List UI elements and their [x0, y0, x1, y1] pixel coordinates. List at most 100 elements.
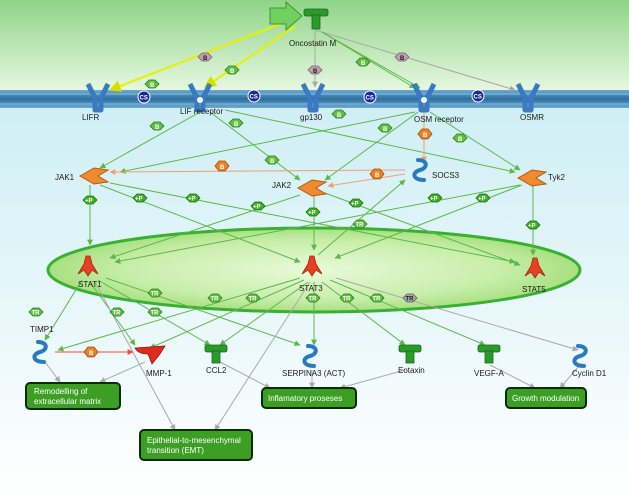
edge-tyk2-stat1 [114, 184, 521, 264]
svg-text:TR: TR [356, 223, 365, 229]
inhibition-badge: B [369, 168, 385, 180]
edge-socs3-jak2 [327, 173, 406, 189]
complex-badge: CS [363, 90, 377, 104]
edge-osm-osm-receptor-2 [321, 31, 421, 89]
stat3-label: STAT3 [299, 284, 323, 293]
cyclind1-node[interactable]: Cyclin D1 [572, 344, 607, 378]
complex-badge: CS [471, 89, 485, 103]
receptor-icon [411, 82, 437, 113]
receptor-marker-icon [421, 97, 427, 103]
svg-text:+P: +P [188, 197, 196, 203]
stat5-node[interactable]: STAT5 [522, 257, 546, 294]
stat3-node[interactable]: STAT3 [299, 255, 323, 293]
osmr-node[interactable]: OSMR [515, 82, 544, 122]
tyk2-label: Tyk2 [548, 173, 565, 182]
svg-text:TR: TR [151, 292, 160, 298]
svg-text:TR: TR [406, 297, 415, 303]
jak2-node[interactable]: JAK2 [272, 179, 328, 197]
stat1-node[interactable]: STAT1 [77, 255, 102, 289]
ligand-tee-icon [398, 344, 422, 364]
transcription-factor-icon [524, 257, 546, 279]
svg-text:B: B [89, 351, 94, 357]
socs3-node[interactable]: SOCS3 [412, 158, 460, 182]
stat1-label: STAT1 [78, 280, 102, 289]
tyk2-node[interactable]: Tyk2 [516, 169, 565, 187]
ccl2-node[interactable]: CCL2 [204, 344, 228, 375]
vegfa-node[interactable]: VEGF-A [474, 344, 504, 378]
transcription-factor-icon [301, 255, 323, 277]
inhibition-badge: B [214, 160, 230, 172]
svg-text:TR: TR [211, 297, 220, 303]
svg-text:+P: +P [430, 197, 438, 203]
edge-osmr-jak2 [324, 111, 419, 181]
process-ecm-remodelling[interactable]: Remodelling of extracellular matrix [25, 382, 121, 410]
edge-jak2-stat1 [109, 194, 301, 260]
process-label: Epithelial-to-mesenchymal [147, 436, 241, 445]
binding-badge: B [307, 65, 323, 75]
jak1-label: JAK1 [55, 173, 75, 182]
binding-badge: B [394, 52, 410, 62]
process-inflammatory[interactable]: Inflamatory proseses [261, 387, 357, 409]
edge-osmr-jak1 [119, 111, 416, 174]
svg-text:TR: TR [249, 297, 258, 303]
edge-stat3-mmp1 [149, 279, 305, 349]
oncostatin-m-node[interactable]: Oncostatin M [269, 0, 336, 48]
process-growth-modulation[interactable]: Growth modulation [505, 387, 587, 409]
timp1-node[interactable]: TIMP1 [30, 325, 54, 364]
svg-text:CS: CS [140, 96, 148, 102]
edge-stat3-emt [214, 281, 311, 431]
transcription-badge: TR [339, 293, 355, 303]
transcription-badge: TR [109, 307, 125, 317]
receptor-icon [187, 82, 213, 113]
transcription-badge: TR [369, 293, 385, 303]
edge-stat3-ccl2 [219, 281, 309, 346]
svg-text:B: B [423, 133, 428, 139]
ligand-tee-icon [477, 344, 501, 364]
svg-text:CS: CS [474, 95, 482, 101]
osm-receptor-node[interactable]: OSM receptor [411, 82, 464, 124]
phosphorylation-badge: +P [185, 193, 201, 203]
binding-badge: B [224, 65, 240, 75]
transcription-badge: TR [207, 293, 223, 303]
process-emt[interactable]: Epithelial-to-mesenchymal transition (EM… [139, 429, 253, 461]
binding-badge: B [228, 118, 244, 128]
edge-jak1-stat5 [109, 182, 516, 264]
socs3-label: SOCS3 [432, 171, 460, 180]
edge-mmp1-ecm [99, 361, 146, 383]
svg-text:TR: TR [113, 311, 122, 317]
gp130-node[interactable]: gp130 [300, 82, 326, 122]
edge-ccl2-inflam [219, 361, 271, 389]
svg-text:+P: +P [528, 224, 536, 230]
binding-badge: B [331, 109, 347, 119]
svg-text:B: B [270, 159, 275, 165]
timp1-label: TIMP1 [30, 325, 54, 334]
jak1-node[interactable]: JAK1 [55, 167, 110, 185]
inhibition-badge: B [83, 346, 99, 358]
edge-lifr-jak1 [99, 111, 201, 169]
osm-receptor-label: OSM receptor [414, 115, 464, 124]
edge-eotaxin-inflam [339, 369, 406, 390]
receptor-marker-icon [197, 97, 203, 103]
mmp1-node[interactable]: MMP-1 [134, 345, 172, 378]
eotaxin-node[interactable]: Eotaxin [398, 344, 425, 375]
process-label: Remodelling of [34, 387, 88, 396]
binding-badge: B [197, 52, 213, 62]
ligand-tee-icon [303, 8, 329, 30]
process-label: Inflamatory proseses [268, 394, 342, 403]
vegfa-label: VEGF-A [474, 369, 504, 378]
serpina3-label: SERPINA3 (ACT) [282, 369, 345, 378]
svg-text:B: B [383, 127, 388, 133]
edge-stat3-eotaxin [321, 281, 406, 346]
osmr-label: OSMR [520, 113, 544, 122]
edge-lifr-jak2 [209, 111, 301, 181]
process-label: Growth modulation [512, 394, 579, 403]
lif-receptor-node[interactable]: LIF receptor [180, 82, 223, 116]
edge-stat1-emt [94, 281, 176, 431]
phosphorylation-badge: +P [305, 207, 321, 217]
complex-badge: CS [247, 89, 261, 103]
receptor-icon [515, 82, 541, 113]
edge-osm-lif-receptor [204, 25, 296, 88]
svg-text:+P: +P [85, 199, 93, 205]
serpina3-node[interactable]: SERPINA3 (ACT) [282, 344, 345, 378]
lifr-node[interactable]: LIFR [82, 82, 111, 122]
